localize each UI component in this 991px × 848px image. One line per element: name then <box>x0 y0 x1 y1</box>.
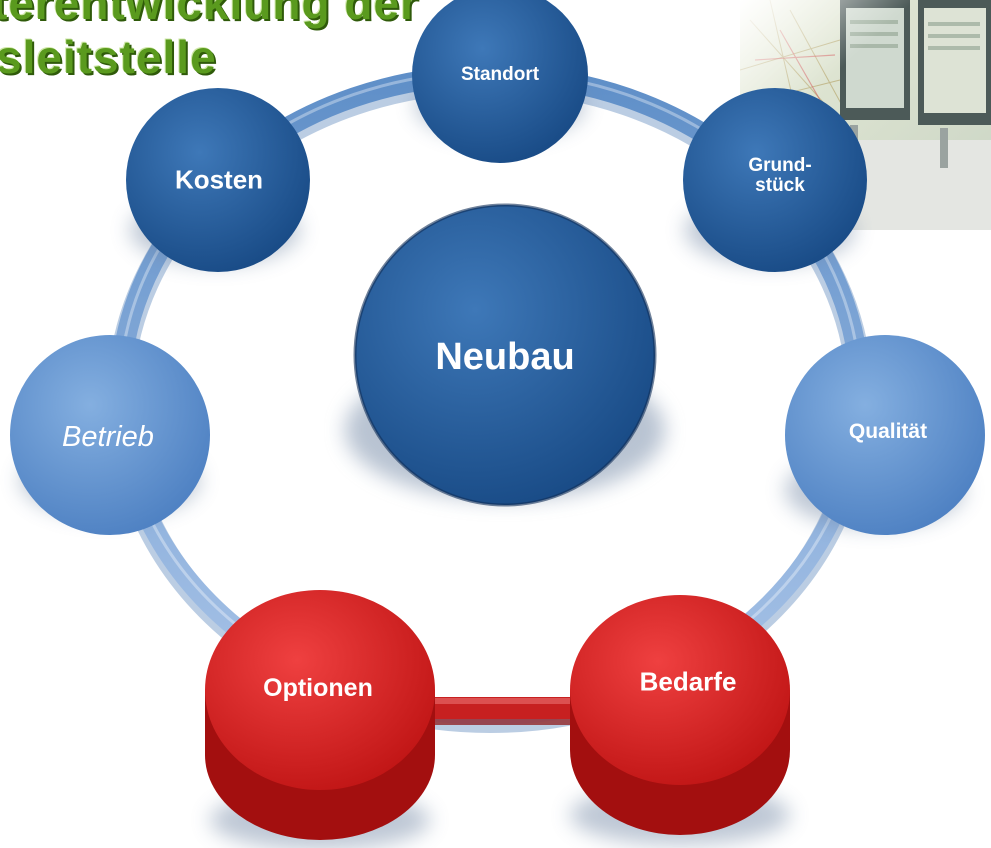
node-bedarfe[interactable] <box>570 595 790 845</box>
slide-title-line-1: terentwicklung der <box>0 0 419 29</box>
center-node <box>345 203 665 507</box>
node-kosten[interactable] <box>126 88 310 272</box>
node-optionen[interactable] <box>205 590 435 848</box>
slide-title-line-2: sleitstelle <box>0 31 217 83</box>
node-betrieb[interactable] <box>10 335 210 535</box>
node-grundstueck[interactable] <box>683 88 867 272</box>
node-qualitaet[interactable] <box>785 335 985 535</box>
node-standort[interactable] <box>412 0 588 163</box>
